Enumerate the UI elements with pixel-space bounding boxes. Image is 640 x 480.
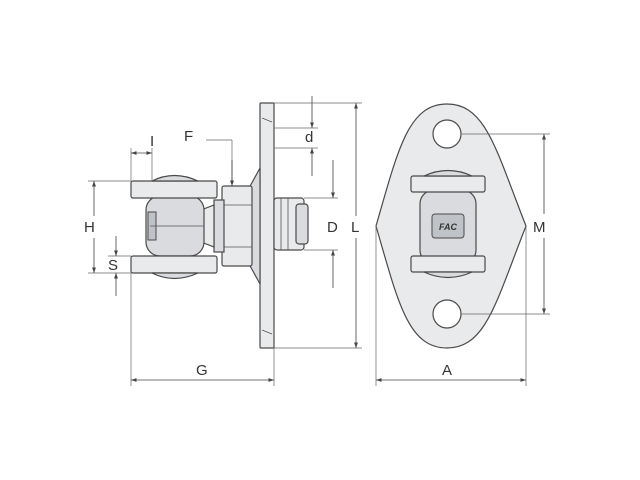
front-bottom-dome bbox=[423, 271, 473, 279]
label-m: M bbox=[533, 219, 546, 236]
label-a: A bbox=[442, 362, 452, 379]
plate-hatch-top bbox=[261, 117, 273, 123]
label-d-small: d bbox=[305, 129, 313, 146]
mount-hole-top bbox=[432, 119, 462, 149]
nut bbox=[221, 185, 253, 267]
label-d-big: D bbox=[327, 219, 338, 236]
front-view: FAC bbox=[375, 103, 527, 349]
front-top-dome bbox=[423, 169, 473, 177]
plate-hatch-bottom bbox=[261, 329, 273, 335]
label-f: F bbox=[184, 128, 193, 145]
brand-logo: FAC bbox=[439, 222, 458, 232]
label-h: H bbox=[84, 219, 95, 236]
plate-edge bbox=[259, 102, 275, 349]
label-l: L bbox=[351, 219, 359, 236]
label-g: G bbox=[196, 362, 208, 379]
side-view bbox=[130, 102, 309, 349]
bottom-dome bbox=[151, 272, 199, 280]
bottom-cap bbox=[130, 255, 218, 274]
mount-hole-bottom bbox=[432, 299, 462, 329]
top-dome bbox=[151, 174, 199, 182]
front-logo-plate bbox=[431, 213, 465, 239]
front-top-cap bbox=[410, 175, 486, 193]
washer bbox=[213, 199, 225, 253]
front-bottom-cap bbox=[410, 255, 486, 273]
stud-tip bbox=[295, 203, 309, 245]
top-cap bbox=[130, 180, 218, 199]
label-s: S bbox=[108, 257, 118, 274]
label-i: I bbox=[150, 133, 154, 150]
dimensions: I F d D L H S bbox=[84, 96, 550, 386]
